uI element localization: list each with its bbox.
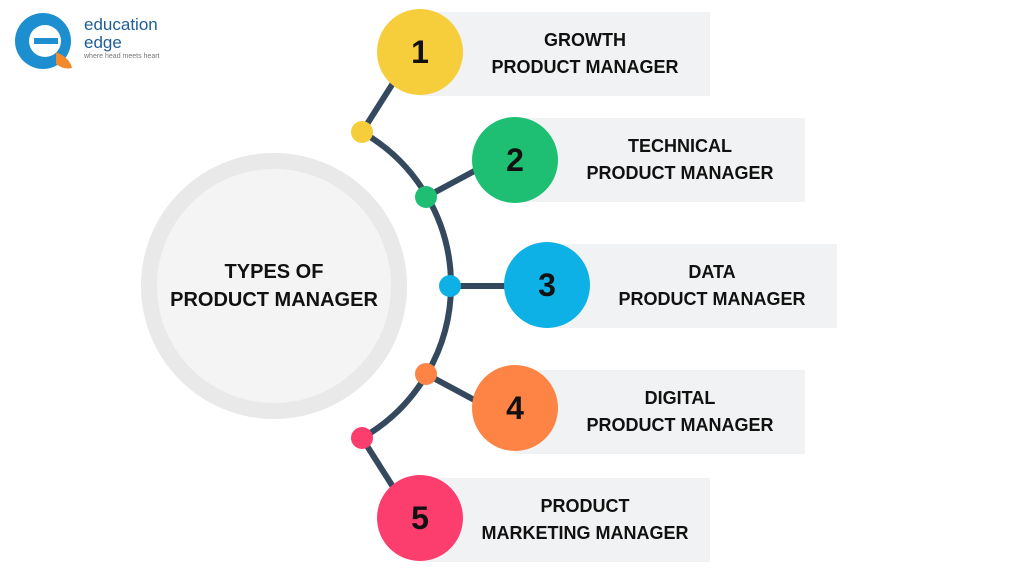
arc-line xyxy=(359,129,455,441)
card-1: GROWTH PRODUCT MANAGER xyxy=(420,12,710,96)
logo-tagline: where head meets heart xyxy=(84,53,160,60)
dot-4 xyxy=(415,363,437,385)
dot-2 xyxy=(415,186,437,208)
dot-5 xyxy=(351,427,373,449)
logo-name-line1: education xyxy=(84,15,158,34)
card-3: DATA PRODUCT MANAGER xyxy=(547,244,837,328)
number-badge-3: 3 xyxy=(504,242,590,328)
number-badge-1: 1 xyxy=(377,9,463,95)
center-title-circle: TYPES OF PRODUCT MANAGER xyxy=(141,153,407,419)
card-3-line1: DATA xyxy=(688,262,736,282)
center-title-line1: TYPES OF xyxy=(224,261,324,283)
card-4-line2: PRODUCT MANAGER xyxy=(586,415,774,435)
card-4-line1: DIGITAL xyxy=(644,388,716,408)
card-1-line2: PRODUCT MANAGER xyxy=(491,57,679,77)
dot-1 xyxy=(351,121,373,143)
card-1-line1: GROWTH xyxy=(544,30,626,50)
logo-name-line2: edge xyxy=(84,33,122,52)
card-4: DIGITAL PRODUCT MANAGER xyxy=(515,370,805,454)
dot-3 xyxy=(439,275,461,297)
card-5-line2: MARKETING MANAGER xyxy=(481,523,689,543)
card-2-line2: PRODUCT MANAGER xyxy=(586,163,774,183)
number-badge-2: 2 xyxy=(472,117,558,203)
education-edge-logo: education edge where head meets heart xyxy=(12,8,160,74)
card-3-line2: PRODUCT MANAGER xyxy=(618,289,806,309)
center-title-line2: PRODUCT MANAGER xyxy=(170,289,378,311)
logo-swirl-icon xyxy=(15,13,72,69)
card-5: PRODUCT MARKETING MANAGER xyxy=(420,478,710,562)
card-2: TECHNICAL PRODUCT MANAGER xyxy=(515,118,805,202)
number-badge-5: 5 xyxy=(377,475,463,561)
number-badge-4: 4 xyxy=(472,365,558,451)
card-5-line1: PRODUCT xyxy=(540,496,630,516)
card-2-line1: TECHNICAL xyxy=(628,136,732,156)
